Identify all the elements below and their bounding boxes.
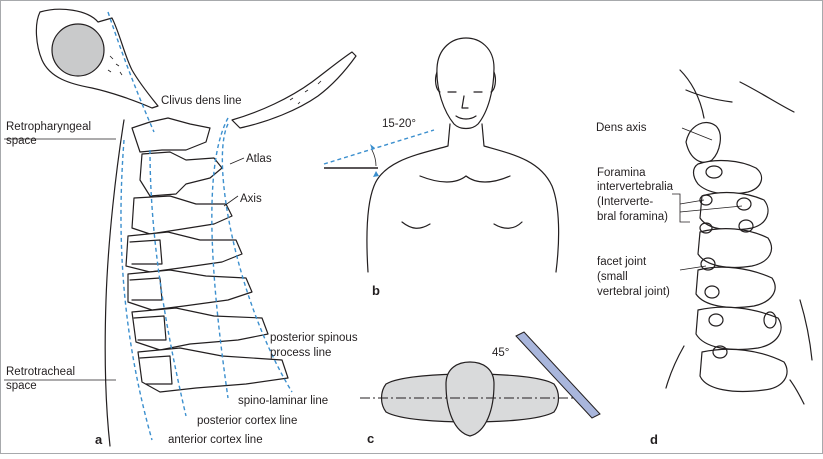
label-process-line: process line [270, 347, 331, 359]
label-bral-foramina: bral foramina) [597, 211, 668, 223]
panel-label-b: b [372, 283, 380, 298]
head-top-view [445, 361, 495, 437]
label-posterior-cortex-line: posterior cortex line [197, 415, 297, 427]
panel-c: 45° c [360, 331, 601, 446]
vertebrae-oblique [665, 121, 813, 405]
dashed-lines-a [107, 11, 293, 441]
panel-label-d: d [650, 432, 658, 447]
angle-arc [371, 149, 377, 167]
occipital-bone [231, 51, 357, 129]
clivus-dens-line [107, 11, 155, 133]
patient-figure [366, 37, 560, 273]
label-foramina: Foramina [597, 167, 646, 179]
vertebrae-lateral [125, 117, 289, 393]
label-facet-joint: facet joint [597, 256, 647, 268]
tube-angle-line [323, 129, 435, 165]
label-dens-axis: Dens axis [596, 122, 647, 134]
label-atlas: Atlas [246, 153, 272, 165]
torso-outline [366, 123, 560, 273]
label-retrotracheal: Retrotracheal [6, 366, 75, 378]
label-anterior-cortex-line: anterior cortex line [168, 434, 263, 446]
label-axis: Axis [240, 193, 262, 205]
leaders-d [672, 127, 743, 271]
panel-b: 15-20° b [323, 37, 560, 298]
panel-d: Dens axis Foramina intervertebralia (Int… [596, 69, 813, 447]
label-clivus-dens-line: Clivus dens line [161, 95, 242, 107]
label-retropharyngeal: Retropharyngeal [6, 121, 91, 133]
posterior-spinous-line [221, 123, 293, 393]
leaders-a [4, 138, 245, 381]
anterior-cortex-line [120, 139, 153, 441]
label-small: (small [597, 271, 628, 283]
panel-a: Clivus dens line Retropharyngeal space A… [4, 8, 358, 447]
label-retrotracheal-space: space [6, 380, 37, 392]
label-retropharyngeal-space: space [6, 135, 37, 147]
label-angle-15-20: 15-20° [382, 118, 416, 130]
label-spino-laminar-line: spino-laminar line [238, 395, 328, 407]
label-interverte: (Interverte- [597, 196, 653, 208]
detector-board [515, 331, 601, 419]
label-posterior-spinous: posterior spinous [270, 332, 358, 344]
label-intervertebralia: intervertebralia [597, 181, 674, 193]
foramen-magnum [51, 23, 105, 77]
posterior-cortex-line [149, 149, 187, 417]
skull-outline-d [679, 69, 795, 119]
label-angle-45: 45° [492, 347, 509, 359]
panel-label-a: a [95, 432, 103, 447]
label-vertebral-joint: vertebral joint) [597, 286, 670, 298]
panel-label-c: c [367, 431, 374, 446]
anterior-soft-tissue [104, 119, 125, 447]
skull-base [35, 8, 159, 109]
head [436, 37, 495, 130]
